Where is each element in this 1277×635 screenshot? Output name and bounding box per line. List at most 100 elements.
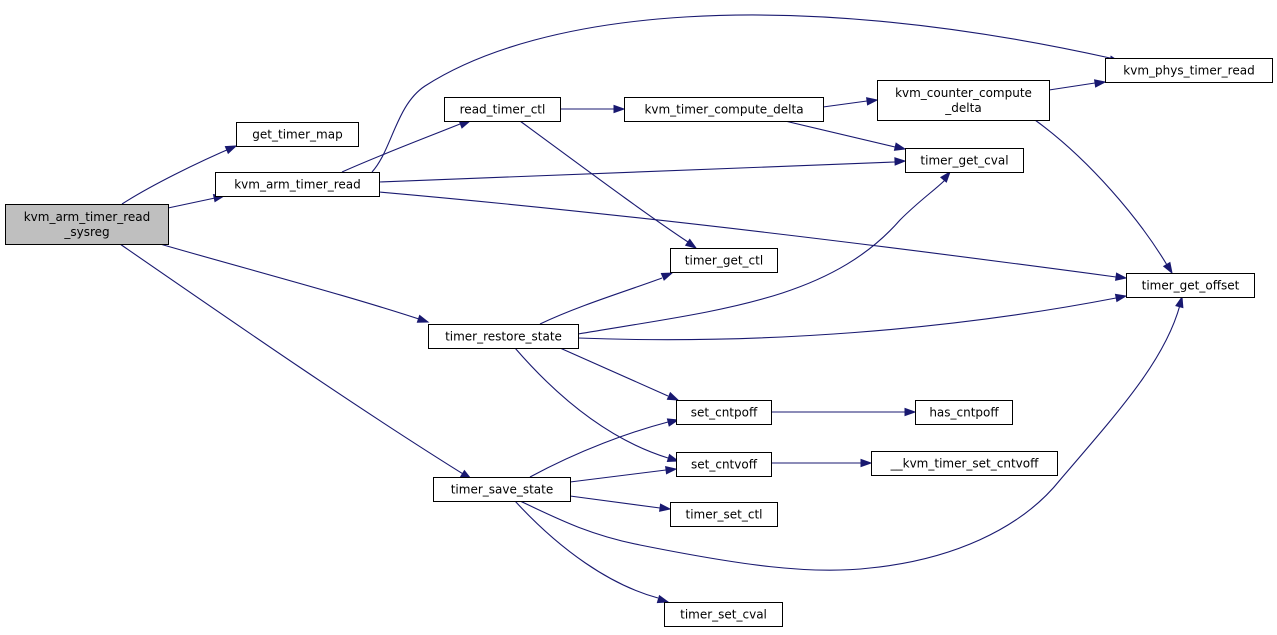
node-label: timer_get_cval	[920, 154, 1008, 168]
node-label: set_cntpoff	[691, 406, 758, 420]
edge-line	[378, 161, 896, 183]
edge-read_timer_ctl-to-kvm_timer_compute_delta	[560, 104, 626, 114]
node-label: timer_get_ctl	[685, 254, 763, 268]
node-kvm-timer-set-cntvoff[interactable]: __kvm_timer_set_cntvoff	[871, 451, 1058, 476]
edge-arrowhead	[458, 120, 472, 129]
node-label: timer_set_ctl	[685, 508, 762, 522]
edge-kvm_arm_timer_read-to-timer_get_cval	[378, 157, 907, 183]
edge-line	[784, 120, 896, 148]
edge-root-to-timer_save_state	[119, 243, 473, 480]
node-box	[670, 248, 778, 273]
edge-arrowhead	[659, 503, 672, 512]
node-read-timer-ctl[interactable]: read_timer_ctl	[444, 97, 561, 122]
node-kvm-counter-compute-delta[interactable]: kvm_counter_compute_delta	[877, 80, 1050, 121]
edge-arrowhead	[666, 391, 680, 401]
edge-arrowhead	[666, 453, 680, 463]
edge-arrowhead	[1162, 261, 1173, 275]
node-box	[215, 172, 380, 197]
edge-line	[822, 100, 868, 108]
edge-arrowhead	[660, 272, 674, 281]
node-box	[236, 122, 359, 147]
node-timer-get-offset[interactable]: timer_get_offset	[1126, 273, 1255, 298]
node-box	[428, 324, 579, 349]
edge-arrowhead	[224, 145, 238, 155]
edge-timer_save_state-to-timer_get_offset	[519, 295, 1184, 571]
node-label: kvm_arm_timer_read	[24, 210, 151, 224]
node-kvm-phys-timer-read[interactable]: kvm_phys_timer_read	[1105, 58, 1273, 83]
edge-kvm_counter_compute_delta-to-timer_get_offset	[1034, 119, 1173, 275]
edge-arrowhead	[939, 170, 951, 183]
edge-line	[569, 469, 667, 483]
node-has-cntpoff[interactable]: has_cntpoff	[915, 400, 1013, 425]
node-timer-get-cval[interactable]: timer_get_cval	[905, 148, 1024, 173]
node-label: _sysreg	[63, 225, 109, 239]
edge-line	[519, 304, 1181, 571]
edge-timer_restore_state-to-timer_get_ctl	[539, 272, 674, 325]
node-box	[915, 400, 1013, 425]
node-label: timer_set_cval	[680, 608, 767, 622]
node-label: has_cntpoff	[929, 406, 999, 420]
edge-timer_save_state-to-set_cntvoff	[569, 465, 678, 483]
node-root[interactable]: kvm_arm_timer_read_sysreg	[5, 204, 169, 245]
node-box	[676, 400, 772, 425]
edge-line	[378, 191, 1117, 278]
node-get-timer-map[interactable]: get_timer_map	[236, 122, 359, 147]
node-label: timer_get_offset	[1142, 279, 1240, 293]
edge-timer_save_state-to-timer_set_ctl	[569, 495, 672, 512]
edge-kvm_timer_compute_delta-to-timer_get_cval	[784, 120, 907, 151]
edge-line	[159, 243, 429, 323]
edge-arrowhead	[893, 142, 907, 151]
node-timer-restore-state[interactable]: timer_restore_state	[428, 324, 579, 349]
edge-timer_restore_state-to-timer_get_offset	[577, 293, 1128, 341]
edge-timer_restore_state-to-set_cntpoff	[559, 347, 680, 401]
node-timer-save-state[interactable]: timer_save_state	[433, 477, 571, 502]
edge-kvm_arm_timer_read-to-read_timer_ctl	[341, 120, 472, 173]
edge-line	[341, 123, 461, 173]
edge-line	[1034, 119, 1168, 266]
node-box	[877, 80, 1050, 121]
edge-arrowhead	[1093, 79, 1107, 88]
node-timer-set-cval[interactable]: timer_set_cval	[664, 602, 783, 627]
node-label: kvm_timer_compute_delta	[644, 103, 803, 117]
edge-line	[167, 197, 216, 209]
edge-line	[1048, 82, 1096, 91]
node-timer-set-ctl[interactable]: timer_set_ctl	[670, 502, 778, 527]
edge-line	[529, 421, 669, 478]
edge-line	[121, 145, 237, 205]
node-kvm-arm-timer-read[interactable]: kvm_arm_timer_read	[215, 172, 380, 197]
node-set-cntvoff[interactable]: set_cntvoff	[676, 452, 772, 477]
node-label: kvm_arm_timer_read	[234, 178, 361, 192]
edge-arrowhead	[613, 104, 626, 114]
node-box	[676, 452, 772, 477]
edge-arrowhead	[656, 594, 670, 604]
edge-set_cntpoff-to-has_cntpoff	[771, 407, 917, 417]
node-label: get_timer_map	[252, 128, 342, 142]
edge-arrowhead	[665, 465, 678, 475]
edge-arrowhead	[666, 418, 680, 427]
node-label: set_cntvoff	[691, 458, 758, 472]
edge-line	[577, 179, 946, 335]
node-label: __kvm_timer_set_cntvoff	[890, 457, 1039, 471]
edge-timer_restore_state-to-timer_get_cval	[577, 170, 951, 335]
edge-line	[569, 495, 661, 509]
node-label: timer_restore_state	[445, 330, 562, 344]
node-box	[664, 602, 783, 627]
edge-arrowhead	[904, 407, 917, 417]
edge-arrowhead	[1115, 272, 1128, 281]
node-timer-get-ctl[interactable]: timer_get_ctl	[670, 248, 778, 273]
edge-kvm_counter_compute_delta-to-kvm_phys_timer_read	[1048, 79, 1107, 91]
edge-line	[577, 297, 1117, 341]
node-box	[624, 97, 824, 122]
node-box	[1105, 58, 1273, 83]
node-box	[433, 477, 571, 502]
node-box	[5, 204, 169, 245]
node-box	[1126, 273, 1255, 298]
node-label: kvm_phys_timer_read	[1123, 64, 1254, 78]
node-kvm-timer-compute-delta[interactable]: kvm_timer_compute_delta	[624, 97, 824, 122]
edge-line	[514, 500, 659, 599]
nodes-layer: kvm_arm_timer_read_sysregget_timer_mapkv…	[5, 58, 1273, 627]
edge-timer_save_state-to-set_cntpoff	[529, 418, 680, 478]
node-set-cntpoff[interactable]: set_cntpoff	[676, 400, 772, 425]
edge-root-to-timer_restore_state	[159, 243, 430, 323]
